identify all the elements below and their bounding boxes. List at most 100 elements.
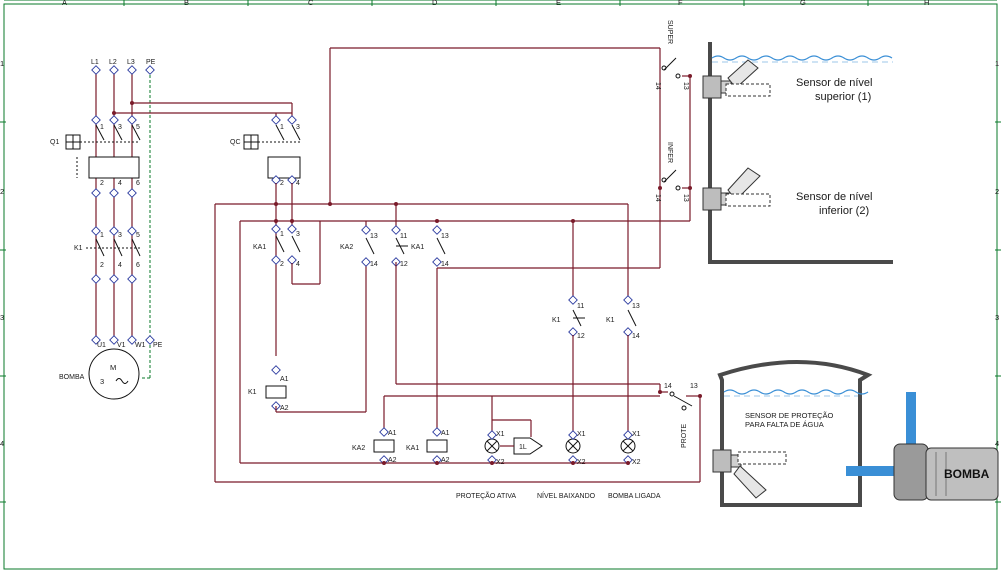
level-sensor-upper-icon xyxy=(702,59,771,99)
sensor-upper-label-1: Sensor de nível xyxy=(796,77,872,89)
sensor-infer-contact: INFER 14 13 xyxy=(654,142,689,202)
contact-ka2: KA2 13 14 xyxy=(340,221,378,268)
sensor-lower-label-1: Sensor de nível xyxy=(796,191,872,203)
super-13: 13 xyxy=(682,82,689,90)
pump-motor: M 3 BOMBA U1 V1 W1 PE xyxy=(59,342,163,400)
col-label-c: C xyxy=(308,0,314,7)
control-circuit: QC 1 3 2 4 xyxy=(214,20,702,500)
ka1-a-t2: 2 xyxy=(280,261,284,268)
q1-t3: 3 xyxy=(118,124,122,131)
coil-k1: K1 A1 A2 xyxy=(248,262,367,413)
ka1-a-t3: 3 xyxy=(296,231,300,238)
contactor-k1-power: K1 1 3 5 2 4 6 xyxy=(74,232,141,269)
q1-t5: 5 xyxy=(136,124,140,131)
pump-label: BOMBA xyxy=(944,467,990,481)
q1-t6: 6 xyxy=(136,180,140,187)
ka2-13: 13 xyxy=(370,233,378,240)
k1-t3: 3 xyxy=(118,232,122,239)
qc-t2: 2 xyxy=(280,180,284,187)
qc-t4: 4 xyxy=(296,180,300,187)
sensor-super-label: SUPER xyxy=(666,20,673,44)
ka1-a-t1: 1 xyxy=(280,231,284,238)
ka2-a1: A1 xyxy=(388,430,397,437)
lamp-protecao-ativa: X1 X2 1L xyxy=(484,396,543,466)
sensor-super-contact: SUPER 14 13 xyxy=(654,20,689,90)
k1-nc-11: 11 xyxy=(577,303,584,310)
k1-t5: 5 xyxy=(136,232,140,239)
col-label-a: A xyxy=(62,0,67,7)
ka1-a2: A2 xyxy=(441,457,450,464)
ka1-a-label: KA1 xyxy=(253,244,266,251)
ka1-a1: A1 xyxy=(441,430,450,437)
contact-k1-13-14: K1 13 14 xyxy=(606,295,640,340)
qc-t3: 3 xyxy=(296,124,300,131)
upper-tank: Sensor de nível superior (1) Sensor de n… xyxy=(702,42,893,264)
col-label-d: D xyxy=(432,0,438,7)
lamp3-x2: X2 xyxy=(632,459,641,466)
q1-t4: 4 xyxy=(118,180,122,187)
motor-w1: W1 xyxy=(135,342,146,349)
row-label-1-right: 1 xyxy=(995,59,999,68)
k1-t2: 2 xyxy=(100,262,104,269)
lower-tank: SENSOR DE PROTEÇÃO PARA FALTA DE ÁGUA BO… xyxy=(712,360,999,507)
nc-11: 11 xyxy=(400,233,407,240)
lamp1-x2: X2 xyxy=(496,459,505,466)
motor-phases: 3 xyxy=(100,377,104,386)
contact-ka1-13-14-a: KA1 1 3 2 4 xyxy=(253,221,321,285)
row-label-2: 2 xyxy=(0,187,4,196)
row-label-2-right: 2 xyxy=(995,187,999,196)
k1-nc-12: 12 xyxy=(577,333,585,340)
infer-14: 14 xyxy=(654,194,661,202)
pump-icon: BOMBA xyxy=(893,443,999,501)
line-pe-label: PE xyxy=(146,59,156,66)
col-label-e: E xyxy=(556,0,561,7)
coil-ka2: KA2 A1 A2 xyxy=(352,427,397,465)
k1-no-13: 13 xyxy=(632,303,640,310)
protection-label-1: SENSOR DE PROTEÇÃO xyxy=(745,411,834,420)
contact-nc-11-12: 11 12 xyxy=(391,202,660,385)
motor-v1: V1 xyxy=(117,342,126,349)
ka1-a-t4: 4 xyxy=(296,261,300,268)
level-sensor-lower-icon xyxy=(702,167,771,211)
ka2-a2: A2 xyxy=(388,457,397,464)
col-label-b: B xyxy=(184,0,189,7)
row-label-4: 4 xyxy=(0,439,4,448)
infer-13: 13 xyxy=(682,194,689,202)
sensor-prote-contact: 14 13 PROTE xyxy=(658,383,702,448)
coil-ka1: KA1 A1 A2 xyxy=(406,427,450,465)
lamp3-x1: X1 xyxy=(632,431,641,438)
row-label-3: 3 xyxy=(0,313,4,322)
sensor-upper-label-2: superior (1) xyxy=(815,91,871,103)
power-terminals xyxy=(91,65,155,345)
power-circuit: L1 L2 L3 PE xyxy=(50,59,293,400)
prote-14: 14 xyxy=(664,383,672,390)
breaker-qc: QC 1 3 2 4 xyxy=(230,115,301,187)
k1-coil-a1: A1 xyxy=(280,376,289,383)
ka2-14: 14 xyxy=(370,261,378,268)
col-label-h: H xyxy=(924,0,929,7)
k1-t6: 6 xyxy=(136,262,140,269)
contact-k1-11-12: K1 11 12 xyxy=(552,295,585,340)
motor-letter: M xyxy=(110,363,116,372)
k1-coil-label: K1 xyxy=(248,389,257,396)
motor-pe: PE xyxy=(153,342,163,349)
ka1-b-label: KA1 xyxy=(411,244,424,251)
k1-nc-label: K1 xyxy=(552,317,561,324)
legend-lamp3: BOMBA LIGADA xyxy=(608,493,661,500)
row-label-4-right: 4 xyxy=(995,439,999,448)
ka1-b-14: 14 xyxy=(441,261,449,268)
prote-13: 13 xyxy=(690,383,698,390)
pulse-label: 1L xyxy=(519,444,527,451)
motor-label: BOMBA xyxy=(59,374,85,381)
legend-lamp1: PROTEÇÃO ATIVA xyxy=(456,491,516,500)
line-l2-label: L2 xyxy=(109,59,117,66)
line-l3-label: L3 xyxy=(127,59,135,66)
breaker-q1: Q1 1 3 5 2 4 6 xyxy=(50,124,141,187)
k1-coil-a2: A2 xyxy=(280,405,289,412)
legend-lamp2: NÍVEL BAIXANDO xyxy=(537,491,596,500)
q1-t2: 2 xyxy=(100,180,104,187)
k1-power-label: K1 xyxy=(74,245,83,252)
col-label-g: G xyxy=(800,0,806,7)
lamp2-x2: X2 xyxy=(577,459,586,466)
